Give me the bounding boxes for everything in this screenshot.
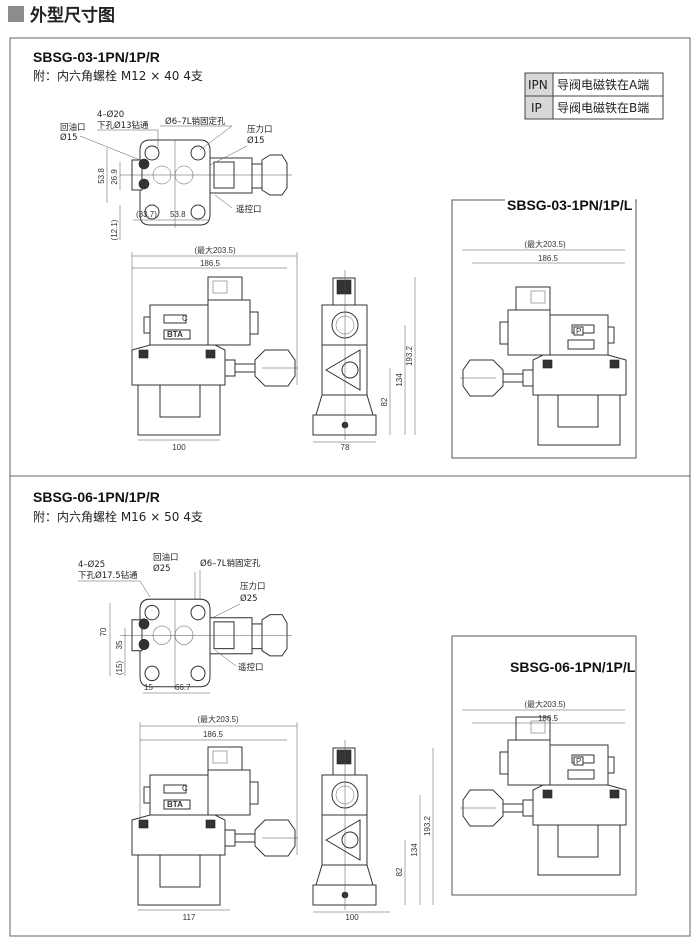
left-variant-06: SBSG-06-1PN/1P/L (最大203.5) 186.5 P xyxy=(451,635,637,896)
dim-width: 66.7 xyxy=(175,683,191,692)
top-view-06: 4–Ø25 下孔Ø17.5钻通 回油口 Ø25 Ø6–7L销固定孔 压力口 Ø2… xyxy=(78,552,293,694)
dim-offset: (12.1) xyxy=(110,219,119,240)
side-view-03: 78 82 134 193.2 xyxy=(312,269,416,452)
legend-code: IP xyxy=(531,101,542,115)
dim-length: 186.5 xyxy=(538,254,559,263)
dim-h193: 193.2 xyxy=(405,345,414,366)
dim-width: 100 xyxy=(345,913,359,922)
dim-h82: 82 xyxy=(380,397,389,406)
nameplate-brand: BTA xyxy=(167,800,183,809)
dim-base: 100 xyxy=(172,443,186,452)
front-view-03: (最大203.5) 186.5 C BTA 100 xyxy=(131,245,299,452)
dim-offset-x: (33.7) xyxy=(136,210,157,219)
dim-base: 117 xyxy=(183,913,196,922)
section-06: SBSG-06-1PN/1P/R 附：内六角螺栓 M16 × 50 4支 4–Ø… xyxy=(33,489,637,922)
dim-max-length: (最大203.5) xyxy=(194,245,236,255)
dim-half-height: 26.9 xyxy=(110,169,119,185)
bolt-hole-label: 下孔Ø13钻通 xyxy=(97,120,149,131)
dim-width: 78 xyxy=(341,443,350,452)
nameplate-brand: BTA xyxy=(167,330,183,339)
bolt-note: 附：内六角螺栓 M16 × 50 4支 xyxy=(33,509,203,524)
dim-length: 186.5 xyxy=(538,714,559,723)
remote-port-label: 遥控口 xyxy=(238,662,264,673)
return-port-label: 回油口 xyxy=(153,552,179,563)
dim-length: 186.5 xyxy=(200,259,221,268)
top-view-03: 4–Ø20 下孔Ø13钻通 回油口 Ø15 Ø6–7L销固定孔 压力口 Ø15 … xyxy=(60,109,293,240)
front-view-06: (最大203.5) 186.5 C BTA 117 xyxy=(131,714,299,922)
legend-desc: 导阀电磁铁在A端 xyxy=(557,77,649,92)
bolt-hole-label: 下孔Ø17.5钻通 xyxy=(78,570,138,581)
bolt-label: 4–Ø25 xyxy=(78,559,105,570)
remote-port-label: 遥控口 xyxy=(236,204,262,215)
dim-length: 186.5 xyxy=(203,730,224,739)
model-title: SBSG-03-1PN/1P/R xyxy=(33,49,160,65)
bolt-note: 附：内六角螺栓 M12 × 40 4支 xyxy=(33,68,203,83)
dim-offset: (15) xyxy=(115,661,124,676)
pin-hole-label: Ø6–7L销固定孔 xyxy=(200,558,261,569)
dim-max-length: (最大203.5) xyxy=(524,699,566,709)
page-title: 外型尺寸图 xyxy=(30,5,115,26)
pin-hole-label: Ø6–7L销固定孔 xyxy=(165,116,226,127)
nameplate-p: P xyxy=(576,327,581,336)
header-marker xyxy=(8,6,24,22)
pressure-port-dia: Ø25 xyxy=(240,593,258,604)
section-03: SBSG-03-1PN/1P/R 附：内六角螺栓 M12 × 40 4支 IPN… xyxy=(33,49,664,459)
variant-model-title: SBSG-03-1PN/1P/L xyxy=(507,197,633,213)
return-port-dia: Ø25 xyxy=(153,563,171,574)
dim-height: 70 xyxy=(99,627,108,636)
legend-table: IPN 导阀电磁铁在A端 IP 导阀电磁铁在B端 xyxy=(524,72,664,120)
dim-max-length: (最大203.5) xyxy=(524,239,566,249)
return-port-label: 回油口 xyxy=(60,122,86,133)
dim-half-height: 35 xyxy=(115,640,124,649)
dim-h82: 82 xyxy=(395,867,404,876)
dim-offset-x: 15 xyxy=(144,683,153,692)
legend-code: IPN xyxy=(528,78,548,92)
pressure-port-dia: Ø15 xyxy=(247,135,265,146)
model-title: SBSG-06-1PN/1P/R xyxy=(33,489,160,505)
variant-model-title: SBSG-06-1PN/1P/L xyxy=(510,659,636,675)
dim-height: 53.8 xyxy=(97,168,106,184)
dim-h134: 134 xyxy=(395,373,404,387)
section-frame-06 xyxy=(9,475,691,937)
dim-width: 53.8 xyxy=(170,210,186,219)
return-port-dia: Ø15 xyxy=(60,132,78,143)
nameplate-p: P xyxy=(576,757,581,766)
dim-h134: 134 xyxy=(410,843,419,857)
nameplate-c: C xyxy=(182,314,188,323)
side-view-06: 100 82 134 193.2 xyxy=(312,739,434,922)
dim-max-length: (最大203.5) xyxy=(197,714,239,724)
dim-h193: 193.2 xyxy=(423,815,432,836)
bolt-label: 4–Ø20 xyxy=(97,109,124,120)
nameplate-c: C xyxy=(182,784,188,793)
left-variant-03: SBSG-03-1PN/1P/L (最大203.5) 186.5 P xyxy=(451,197,637,459)
pressure-port-label: 压力口 xyxy=(240,581,266,592)
legend-desc: 导阀电磁铁在B端 xyxy=(557,100,649,115)
pressure-port-label: 压力口 xyxy=(247,124,273,135)
